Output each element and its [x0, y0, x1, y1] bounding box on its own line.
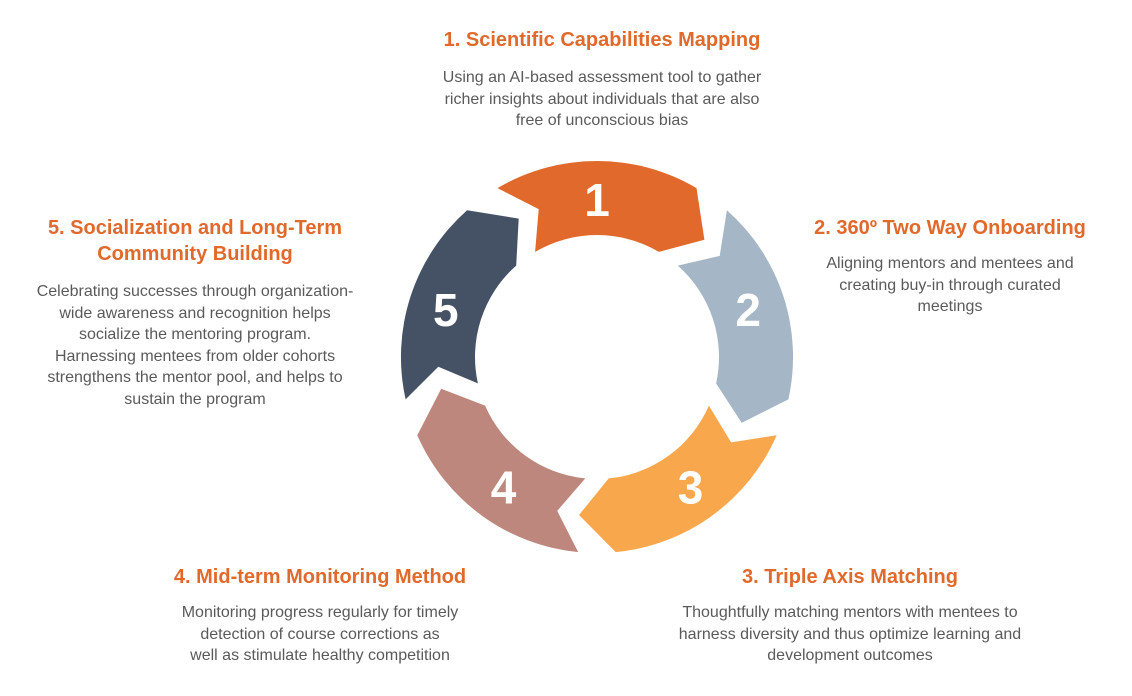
cycle-segment-3: 3 — [579, 405, 777, 553]
step-4-block: 4. Mid-term Monitoring Method Monitoring… — [120, 564, 520, 667]
cycle-segment-4: 4 — [417, 388, 586, 553]
step-2-description: Aligning mentors and mentees and creatin… — [826, 255, 1074, 315]
step-3-title: 3. Triple Axis Matching — [742, 566, 958, 588]
segment-2-number: 2 — [735, 284, 761, 336]
cycle-segment-2: 2 — [677, 210, 794, 423]
step-3-block: 3. Triple Axis Matching Thoughtfully mat… — [620, 564, 1080, 667]
step-1-title: 1. Scientific Capabilities Mapping — [443, 29, 761, 51]
segment-5-arrow — [400, 210, 519, 400]
step-5-block: 5. Socialization and Long-Term Community… — [5, 215, 385, 410]
step-1-block: 1. Scientific Capabilities Mapping Using… — [332, 27, 872, 132]
segment-3-arrow — [579, 405, 777, 553]
step-2-title: 2. 360º Two Way Onboarding — [814, 217, 1086, 239]
step-4-description: Monitoring progress regularly for timely… — [181, 604, 459, 664]
segment-2-arrow — [677, 210, 794, 423]
segment-5-number: 5 — [433, 284, 459, 336]
step-5-description: Celebrating successes through organizati… — [36, 283, 354, 408]
step-1-description: Using an AI-based assessment tool to gat… — [442, 69, 762, 129]
cycle-segment-5: 5 — [400, 210, 519, 400]
step-4-title: 4. Mid-term Monitoring Method — [173, 566, 467, 588]
segment-3-number: 3 — [678, 462, 704, 514]
step-5-title: 5. Socialization and Long-Term Community… — [47, 217, 343, 265]
step-3-description: Thoughtfully matching mentors with mente… — [678, 604, 1022, 664]
cycle-segment-1: 1 — [497, 160, 705, 252]
segment-4-number: 4 — [491, 462, 517, 514]
step-2-block: 2. 360º Two Way Onboarding Aligning ment… — [780, 215, 1120, 318]
segment-1-number: 1 — [584, 174, 610, 226]
segment-1-arrow — [497, 160, 705, 252]
segment-4-arrow — [417, 388, 586, 553]
